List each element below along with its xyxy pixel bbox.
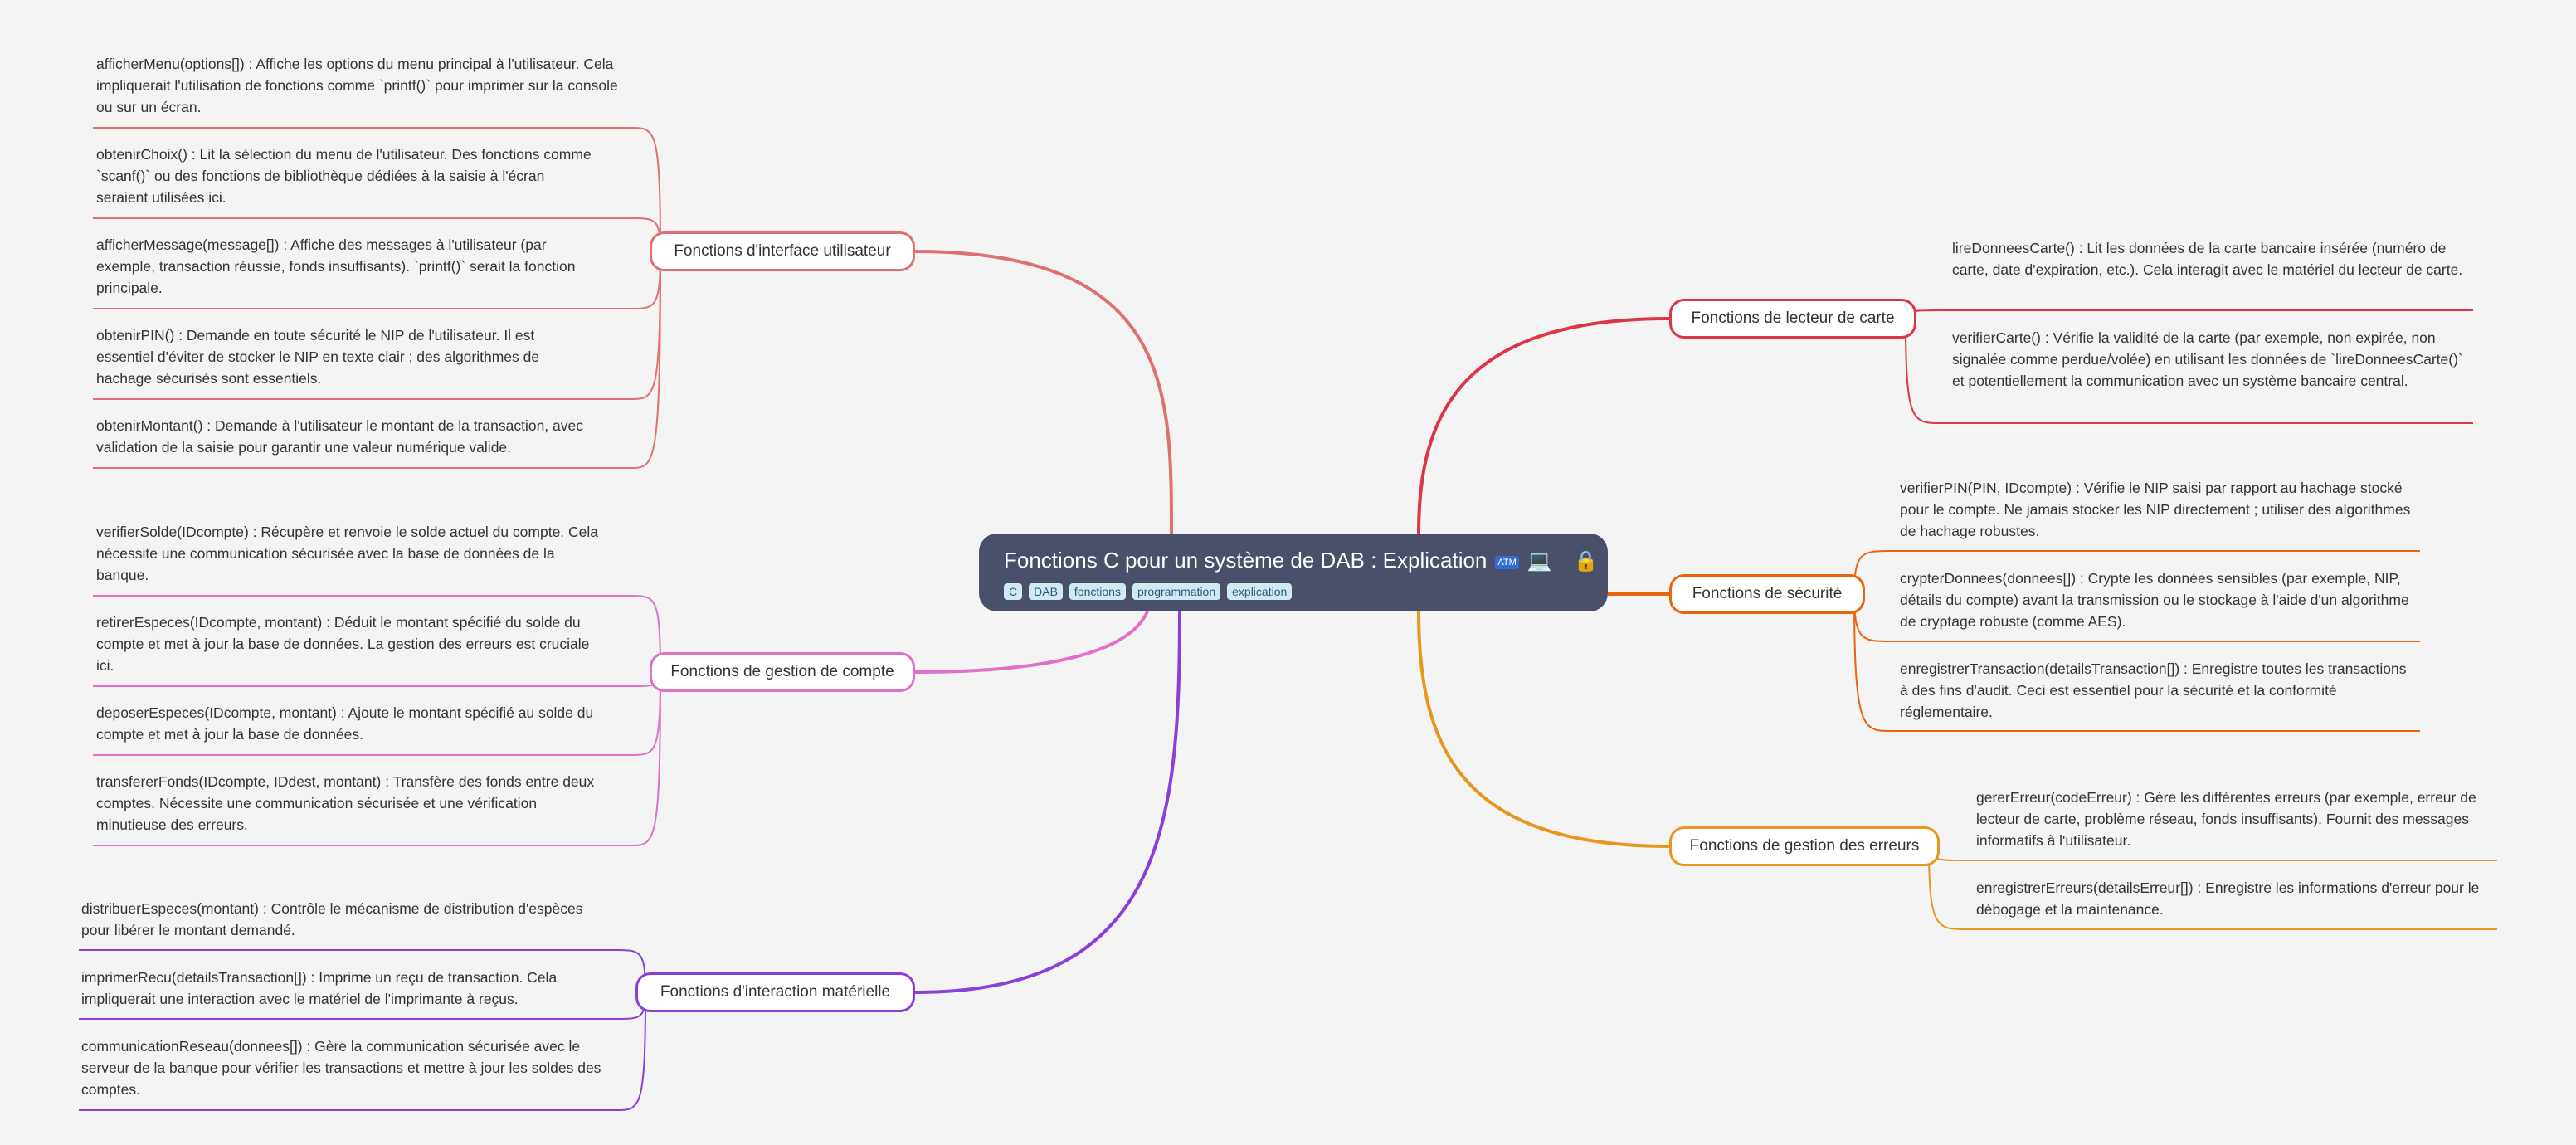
connector-branch-to-leaf [93, 671, 661, 846]
tag[interactable]: C [1004, 583, 1023, 600]
connector-branch-to-leaf [1928, 845, 2497, 930]
branch-gestion-erreurs[interactable]: Fonctions de gestion des erreurs [1669, 826, 1940, 866]
lock-icon: 🔒 [1573, 550, 1599, 572]
connector-branch-to-leaf [1905, 318, 2473, 424]
leaf-verifier-solde[interactable]: verifierSolde(IDcompte) : Récupère et re… [96, 524, 599, 583]
leaf-deposer-especes[interactable]: deposerEspeces(IDcompte, montant) : Ajou… [96, 704, 594, 743]
connector-branch-to-leaf [79, 992, 646, 1111]
atm-icon: ATM [1495, 547, 1519, 577]
leaf-enregistrer-transaction[interactable]: enregistrerTransaction(detailsTransactio… [1900, 660, 2407, 720]
branch-interface-utilisateur[interactable]: Fonctions d'interface utilisateur [650, 231, 915, 271]
laptop-icon: 💻 [1527, 550, 1552, 572]
connector-branch-to-leaf [93, 251, 661, 469]
leaf-transferer-fonds[interactable]: transfererFonds(IDcompte, IDdest, montan… [96, 773, 595, 833]
tag[interactable]: fonctions [1069, 583, 1126, 600]
leaf-crypter-donnees[interactable]: crypterDonnees(donnees[]) : Crypte les d… [1900, 570, 2409, 630]
leaf-afficher-message[interactable]: afficherMessage(message[]) : Affiche des… [96, 236, 576, 296]
branch-lecteur-carte[interactable]: Fonctions de lecteur de carte [1669, 299, 1916, 339]
connector-branch-to-leaf [93, 595, 661, 673]
branch-securite[interactable]: Fonctions de sécurité [1669, 574, 1865, 614]
leaf-lire-donnees-carte[interactable]: lireDonneesCarte() : Lit les données de … [1952, 240, 2463, 278]
leaf-retirer-especes[interactable]: retirerEspeces(IDcompte, montant) : Dédu… [96, 614, 590, 674]
tag[interactable]: DAB [1029, 583, 1063, 600]
connector-central-to-branch [914, 611, 1149, 674]
tag[interactable]: explication [1227, 583, 1293, 600]
connector-branch-to-leaf [1905, 309, 2473, 319]
leaf-gerer-erreur[interactable]: gererErreur(codeErreur) : Gère les diffé… [1976, 789, 2476, 849]
connector-central-to-branch [1417, 317, 1670, 534]
tag[interactable]: programmation [1132, 583, 1221, 600]
connector-branch-to-leaf [93, 127, 661, 252]
leaf-communication-reseau[interactable]: communicationReseau(donnees[]) : Gère la… [81, 1038, 601, 1098]
leaf-obtenir-montant[interactable]: obtenirMontant() : Demande à l'utilisate… [96, 417, 583, 456]
branch-interaction-materielle[interactable]: Fonctions d'interaction matérielle [635, 972, 915, 1012]
central-title: Fonctions C pour un système de DAB : Exp… [1004, 545, 1599, 577]
connector-central-to-branch [1417, 611, 1670, 848]
central-topic[interactable]: Fonctions C pour un système de DAB : Exp… [979, 534, 1608, 611]
connector-central-to-branch [914, 250, 1173, 534]
leaf-verifier-carte[interactable]: verifierCarte() : Vérifie la validité de… [1952, 329, 2463, 389]
connector-branch-to-leaf [1853, 593, 2420, 732]
tag-list: C DAB fonctions programmation explicatio… [1004, 583, 1583, 600]
leaf-afficher-menu[interactable]: afficherMenu(options[]) : Affiche les op… [96, 56, 618, 115]
leaf-enregistrer-erreurs[interactable]: enregistrerErreurs(detailsErreur[]) : En… [1976, 879, 2480, 918]
leaf-obtenir-choix[interactable]: obtenirChoix() : Lit la sélection du men… [96, 146, 592, 206]
branch-gestion-compte[interactable]: Fonctions de gestion de compte [650, 652, 915, 692]
leaf-obtenir-pin[interactable]: obtenirPIN() : Demande en toute sécurité… [96, 327, 540, 387]
leaf-distribuer-especes[interactable]: distribuerEspeces(montant) : Contrôle le… [81, 900, 583, 938]
connector-central-to-branch [914, 611, 1181, 994]
leaf-verifier-pin[interactable]: verifierPIN(PIN, IDcompte) : Vérifie le … [1900, 480, 2411, 539]
leaf-imprimer-recu[interactable]: imprimerRecu(detailsTransaction[]) : Imp… [81, 969, 558, 1007]
